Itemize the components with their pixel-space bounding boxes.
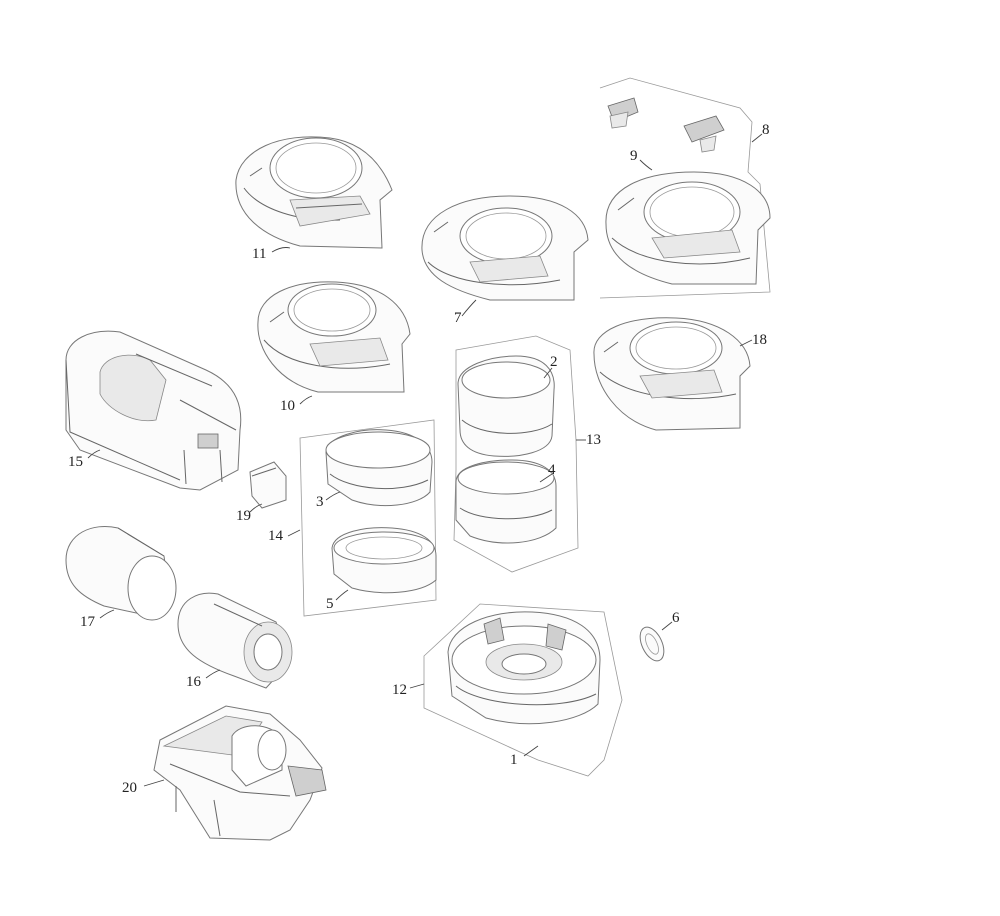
label-3: 3 [316,494,324,510]
label-11: 11 [252,246,266,262]
label-16: 16 [186,674,202,690]
part-7-shell [421,195,589,301]
label-2: 2 [550,354,558,370]
label-4: 4 [548,462,556,478]
part-12-base [423,603,623,777]
label-19: 19 [236,508,251,524]
part-19-block [249,461,287,509]
label-12: 12 [392,682,407,698]
part-15-housing [65,330,242,491]
label-18: 18 [752,332,767,348]
leader-lines [87,133,763,787]
label-7: 7 [454,310,462,326]
label-20: 20 [122,780,137,796]
part-6-disk [639,626,665,662]
part-14-group [299,419,437,617]
label-13: 13 [586,432,601,448]
label-14: 14 [268,528,284,544]
part-13-group [453,335,579,573]
label-15: 15 [68,454,83,470]
label-5: 5 [326,596,334,612]
part-8-shell-assembly [599,77,771,299]
reference-numerals: 11 7 8 9 10 18 15 19 2 4 13 3 14 5 17 16… [68,122,770,796]
label-17: 17 [80,614,96,630]
part-10-shell [257,281,411,393]
part-11-shell [235,136,393,249]
label-9: 9 [630,148,638,164]
label-1: 1 [510,752,518,768]
label-10: 10 [280,398,295,414]
label-6: 6 [672,610,680,626]
part-18-shell [593,317,751,431]
part-16-cylinder [177,592,293,689]
label-8: 8 [762,122,770,138]
part-20-assembly [153,705,327,841]
part-17-cylinder [65,526,177,621]
